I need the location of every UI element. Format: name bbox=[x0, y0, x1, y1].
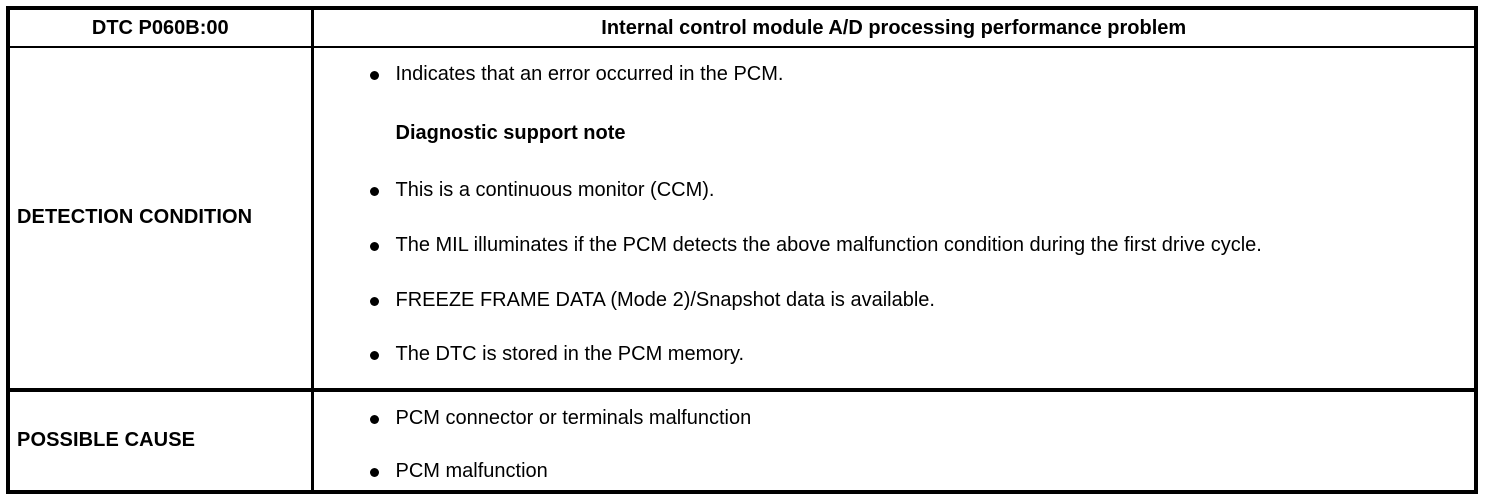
bullet-dot-icon bbox=[369, 297, 379, 306]
detection-condition-label: DETECTION CONDITION bbox=[17, 206, 253, 229]
dtc-code-text: DTC P060B:00 bbox=[91, 17, 229, 39]
list-item-text: Indicates that an error occurred in the … bbox=[395, 63, 784, 85]
diagnostic-support-note-text: Diagnostic support note bbox=[395, 122, 626, 144]
list-item: PCM malfunction bbox=[314, 459, 1475, 484]
dtc-definition-table: DTC P060B:00 Internal control module A/D… bbox=[6, 6, 1478, 494]
possible-cause-content-cell: PCM connector or terminals malfunction P… bbox=[312, 390, 1474, 490]
detection-condition-label-cell: DETECTION CONDITION bbox=[10, 47, 314, 392]
list-item: The DTC is stored in the PCM memory. bbox=[314, 342, 1475, 367]
list-item-text: This is a continuous monitor (CCM). bbox=[395, 179, 715, 201]
possible-cause-label: POSSIBLE CAUSE bbox=[17, 429, 196, 452]
bullet-dot-icon bbox=[369, 187, 379, 196]
list-item-text: PCM malfunction bbox=[395, 459, 548, 482]
detection-condition-list: Indicates that an error occurred in the … bbox=[314, 62, 1475, 367]
table-header-row: DTC P060B:00 Internal control module A/D… bbox=[10, 10, 1474, 48]
dtc-description-text: Internal control module A/D processing p… bbox=[601, 17, 1187, 39]
possible-cause-label-cell: POSSIBLE CAUSE bbox=[10, 389, 314, 490]
diagnostic-support-note-heading: Diagnostic support note bbox=[314, 121, 1475, 146]
list-item: FREEZE FRAME DATA (Mode 2)/Snapshot data… bbox=[314, 288, 1475, 313]
dtc-table-grid: DTC P060B:00 Internal control module A/D… bbox=[10, 10, 1474, 490]
bullet-dot-icon bbox=[369, 467, 379, 477]
dtc-description-cell: Internal control module A/D processing p… bbox=[312, 10, 1474, 48]
list-item-text: The MIL illuminates if the PCM detects t… bbox=[395, 234, 1262, 256]
list-item: Indicates that an error occurred in the … bbox=[314, 62, 1475, 87]
bullet-dot-icon bbox=[369, 71, 379, 80]
bullet-dot-icon bbox=[369, 351, 379, 360]
list-item-text: FREEZE FRAME DATA (Mode 2)/Snapshot data… bbox=[395, 289, 935, 311]
list-item-text: PCM connector or terminals malfunction bbox=[395, 406, 752, 429]
possible-cause-row: POSSIBLE CAUSE PCM connector or terminal… bbox=[10, 389, 1474, 490]
list-item-text: The DTC is stored in the PCM memory. bbox=[395, 343, 745, 365]
bullet-dot-icon bbox=[369, 242, 379, 251]
list-item: The MIL illuminates if the PCM detects t… bbox=[314, 233, 1475, 258]
possible-cause-list: PCM connector or terminals malfunction P… bbox=[314, 406, 1475, 484]
detection-condition-row: DETECTION CONDITION Indicates that an er… bbox=[10, 47, 1475, 392]
dtc-code-cell: DTC P060B:00 bbox=[10, 10, 314, 48]
bullet-dot-icon bbox=[369, 414, 379, 424]
list-item: PCM connector or terminals malfunction bbox=[314, 406, 1475, 431]
detection-condition-content-cell: Indicates that an error occurred in the … bbox=[312, 47, 1475, 392]
list-item: This is a continuous monitor (CCM). bbox=[314, 178, 1475, 203]
